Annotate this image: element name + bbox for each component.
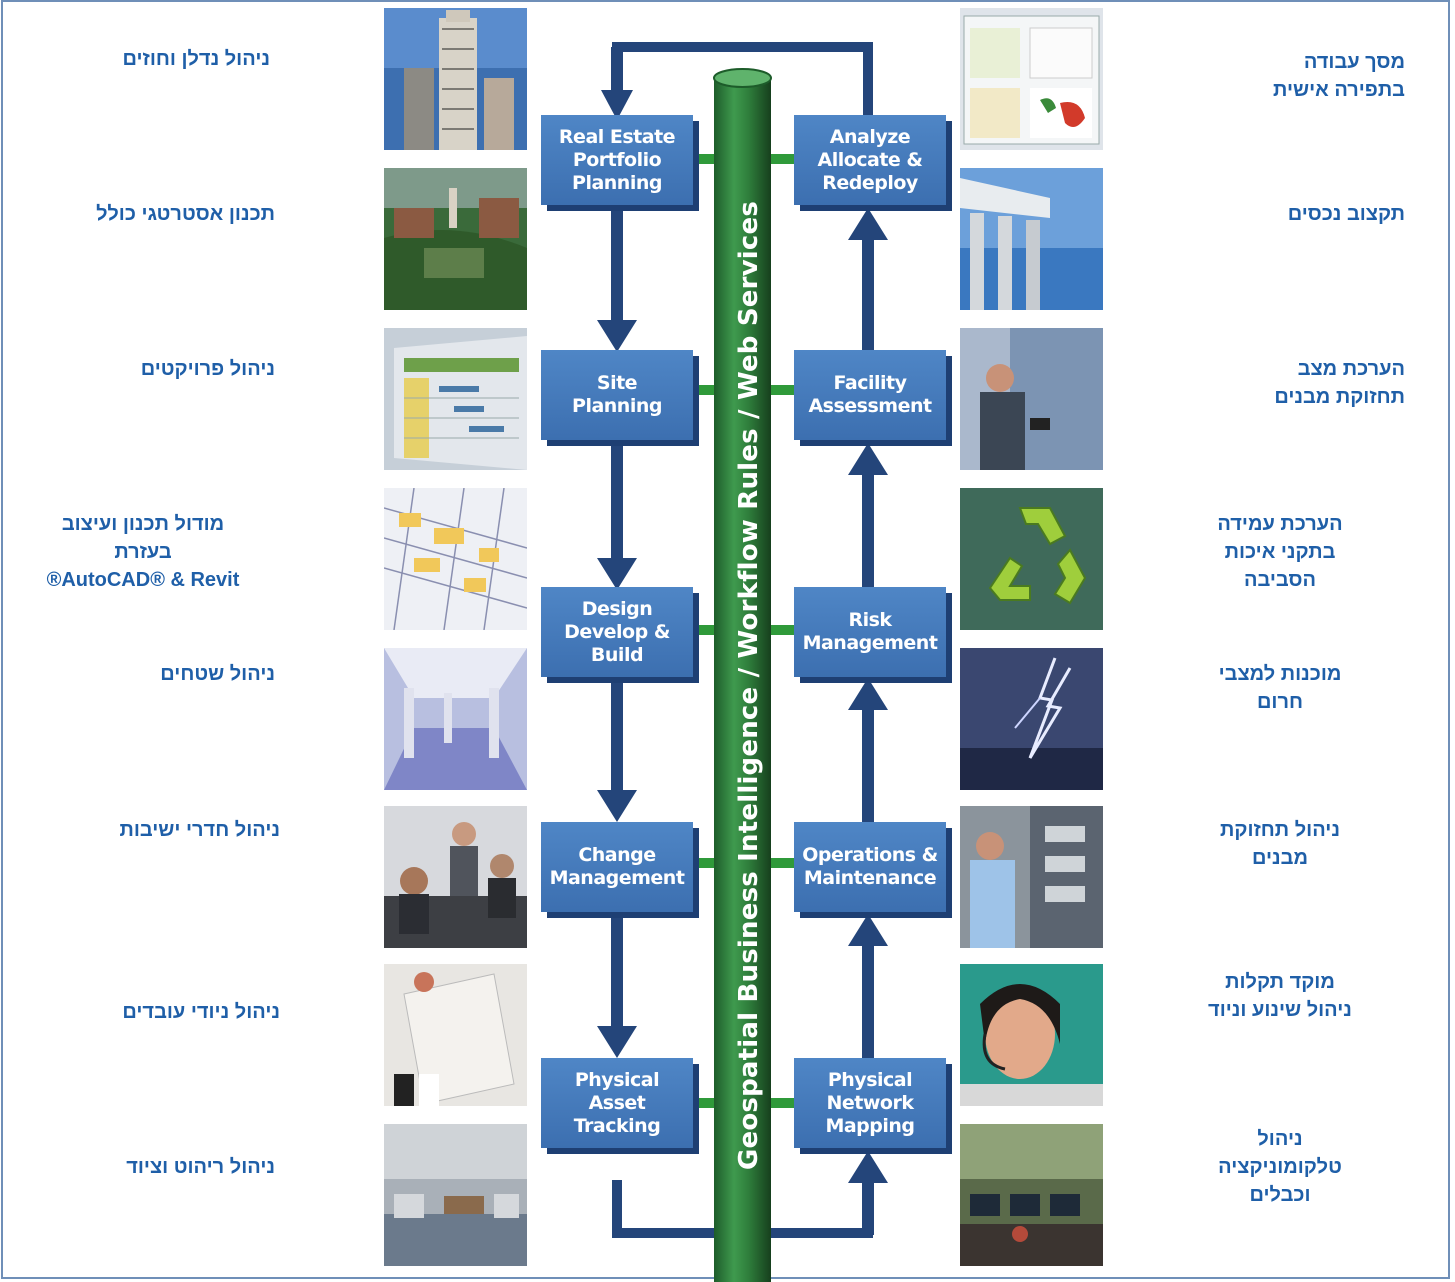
label-building-maintenance-assessment: הערכת מצב תחזוקת מבנים [1274, 358, 1405, 408]
meeting-room-photo [384, 806, 527, 948]
left-down-arrows [597, 47, 637, 1058]
box-design-develop-build: Design Develop & Build [541, 587, 693, 677]
technician-panel-photo [960, 806, 1103, 948]
label-project-management: ניהול פרויקטים [140, 358, 275, 380]
box-risk-management: Risk Management [794, 587, 946, 677]
empty-office-photo [384, 648, 527, 790]
label-personal-workspace: מסך עבודה בתפירה אישית [1272, 51, 1405, 101]
central-pipe-label: Geospatial Business Intelligence / Workf… [734, 200, 764, 1170]
pipe-connectors [690, 154, 795, 1108]
right-up-arrows [848, 208, 888, 1235]
label-environmental-compliance: הערכת עמידה בתקני איכות הסביבה [1217, 513, 1343, 591]
floor-plan-photo [384, 488, 527, 630]
recycle-symbol-photo [960, 488, 1103, 630]
dashboard-screen-photo [960, 8, 1103, 150]
man-with-tablet-photo [960, 328, 1103, 470]
label-asset-budgeting: תקצוב נכסים [1287, 203, 1405, 225]
label-design-module-autocad: מודול תכנון ועיצוב בעזרת AutoCAD® & Revi… [46, 513, 240, 591]
classical-columns-photo [960, 168, 1103, 310]
label-space-management: ניהול שטחים [160, 663, 275, 685]
lightning-storm-photo [960, 648, 1103, 790]
label-meeting-rooms: ניהול חדרי ישיבות [119, 819, 280, 841]
box-facility-assessment: Facility Assessment [794, 350, 946, 440]
network-control-room-photo [960, 1124, 1103, 1266]
label-strategic-planning: תכנון אסטרטגי כולל [96, 203, 275, 225]
central-pipe [713, 68, 772, 1282]
label-employee-moves: ניהול ניודי עובדים [122, 1001, 280, 1023]
label-emergency-readiness: מוכנות למצבי חרום [1218, 663, 1342, 713]
box-site-planning: Site Planning [541, 350, 693, 440]
label-telecom-cabling: ניהול טלקומוניקציה וכבלים [1218, 1128, 1342, 1206]
campus-aerial-photo [384, 168, 527, 310]
box-physical-network-mapping: Physical Network Mapping [794, 1058, 946, 1148]
box-analyze-allocate-redeploy: Analyze Allocate & Redeploy [794, 115, 946, 205]
box-operations-maintenance: Operations & Maintenance [794, 822, 946, 912]
open-office-photo [384, 1124, 527, 1266]
call-center-agent-photo [960, 964, 1103, 1106]
label-real-estate-contracts: ניהול נדלן וחוזים [122, 48, 270, 70]
box-physical-asset-tracking: Physical Asset Tracking [541, 1058, 693, 1148]
project-chart-photo [384, 328, 527, 470]
label-building-maintenance: ניהול תחזוקת מבנים [1220, 819, 1340, 869]
box-real-estate-portfolio-planning: Real Estate Portfolio Planning [541, 115, 693, 205]
movers-photo [384, 964, 527, 1106]
box-change-management: Change Management [541, 822, 693, 912]
skyscraper-photo [384, 8, 527, 150]
label-furniture-equipment: ניהול ריהוט וציוד [126, 1156, 275, 1178]
label-helpdesk-moves: מוקד תקלות ניהול שינוע וניוד [1208, 971, 1352, 1021]
